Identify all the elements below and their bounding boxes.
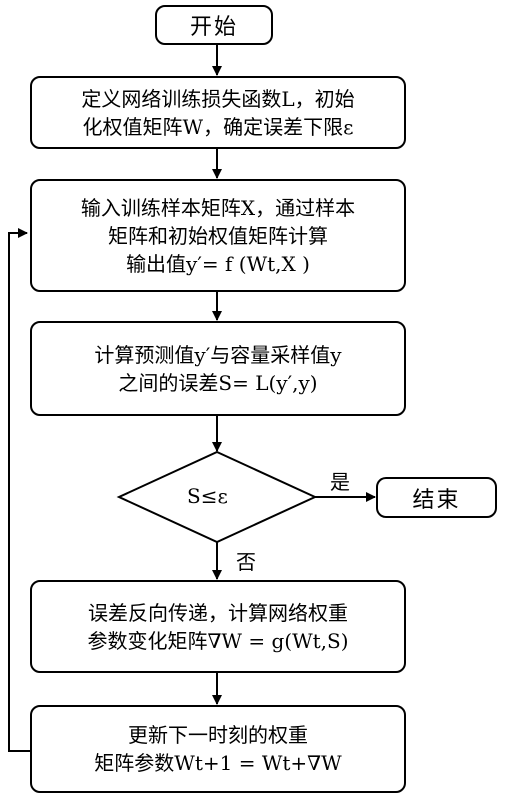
end-terminal: 结束 [376,477,497,518]
step-backprop: 误差反向传递，计算网络权重 参数变化矩阵∇W = g(Wt,S) [30,580,406,673]
end-label: 结束 [412,487,461,513]
step-update-weights: 更新下一时刻的权重 矩阵参数Wt+1 = Wt+∇W [30,705,406,793]
start-label: 开始 [189,15,238,40]
step-update-weights-line-2: 矩阵参数Wt+1 = Wt+∇W [94,751,342,775]
decision-condition: S≤ε [187,484,228,508]
start-terminal: 开始 [155,5,273,45]
step-compute-error-line-1: 计算预测值y′与容量采样值y [94,342,342,367]
step-forward-pass-line-3: 输出值y′= f (Wt,X ) [126,251,310,276]
step-compute-error: 计算预测值y′与容量采样值y 之间的误差S= L(y′,y) [30,321,406,416]
step-backprop-line-1: 误差反向传递，计算网络权重 [88,600,348,625]
step-define-loss: 定义网络训练损失函数L，初始 化权值矩阵W，确定误差下限ε [30,76,406,149]
step-backprop-line-2: 参数变化矩阵∇W = g(Wt,S) [87,628,349,653]
step-compute-error-line-2: 之间的误差S= L(y′,y) [118,370,318,395]
step-define-loss-line-2: 化权值矩阵W，确定误差下限ε [82,114,354,139]
step-update-weights-line-1: 更新下一时刻的权重 [128,723,308,747]
step-forward-pass-line-1: 输入训练样本矩阵X，通过样本 [80,195,356,220]
step-define-loss-line-1: 定义网络训练损失函数L，初始 [81,86,355,111]
decision-no-label: 否 [236,550,256,574]
decision-yes-label: 是 [330,470,350,494]
step-forward-pass-line-2: 矩阵和初始权值矩阵计算 [108,223,328,248]
step-forward-pass: 输入训练样本矩阵X，通过样本 矩阵和初始权值矩阵计算 输出值y′= f (Wt,… [30,179,406,292]
loop-back-arrow [8,228,30,752]
